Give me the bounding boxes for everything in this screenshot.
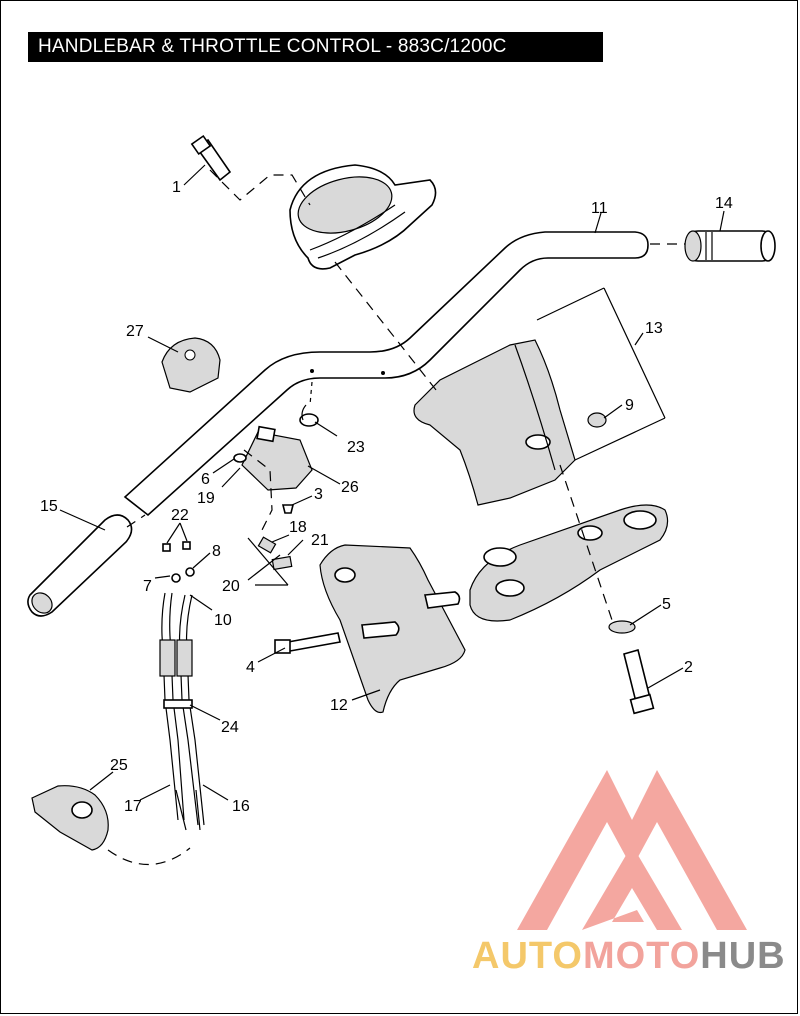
callout-16: 16	[232, 798, 250, 815]
upper-clamp	[289, 164, 437, 270]
callout-25: 25	[110, 757, 128, 774]
callout-2: 2	[684, 659, 693, 676]
watermark-hub: HUB	[700, 935, 786, 977]
switch-housing	[241, 425, 313, 491]
callout-14: 14	[715, 195, 733, 212]
washer-9	[587, 412, 607, 428]
callout-4: 4	[246, 659, 255, 676]
ferrule-8	[185, 567, 195, 577]
callout-17: 17	[124, 798, 142, 815]
screw-3	[281, 504, 295, 514]
throttle-housing	[31, 785, 109, 851]
part-21	[271, 555, 293, 571]
part-22a	[162, 543, 171, 552]
callout-9: 9	[625, 397, 634, 414]
watermark-auto: AUTO	[472, 935, 583, 977]
callout-3: 3	[314, 486, 323, 503]
callout-7: 7	[143, 578, 152, 595]
bolt-2	[623, 649, 655, 715]
diagram-title: HANDLEBAR & THROTTLE CONTROL - 883C/1200…	[28, 32, 603, 62]
switch-block	[161, 337, 221, 393]
watermark-text: AUTOMOTOHUB	[472, 935, 792, 978]
callout-8: 8	[212, 543, 221, 560]
callout-27: 27	[126, 323, 144, 340]
part-18	[257, 536, 277, 554]
callout-5: 5	[662, 596, 671, 613]
callout-12: 12	[330, 697, 348, 714]
riser-clamp	[469, 504, 669, 622]
throttle-cables	[159, 592, 205, 831]
callout-13: 13	[645, 320, 663, 337]
callout-18: 18	[289, 519, 307, 536]
callout-10: 10	[214, 612, 232, 629]
bolt-4	[274, 632, 341, 654]
callout-labels: 1 2 3 4 5 6 7 8 9 10 11 12 13 14 15 16 1…	[40, 179, 733, 815]
washer-5	[608, 620, 636, 634]
handlebar	[123, 231, 649, 517]
ferrule-7	[171, 573, 181, 583]
callout-26: 26	[341, 479, 359, 496]
assembly-lines	[107, 169, 685, 866]
screw-6	[233, 453, 247, 463]
handlebar-cover	[413, 339, 576, 506]
leader-lines	[59, 164, 725, 801]
callout-6: 6	[201, 471, 210, 488]
bolt-1	[190, 134, 232, 182]
right-grip	[684, 230, 776, 262]
callout-19: 19	[197, 490, 215, 507]
part-22b	[182, 541, 191, 550]
callout-1: 1	[172, 179, 181, 196]
callout-23: 23	[347, 439, 365, 456]
callout-11: 11	[591, 200, 608, 217]
callout-22: 22	[171, 507, 189, 524]
callout-15: 15	[40, 498, 58, 515]
callout-24: 24	[221, 719, 239, 736]
watermark-logo-icon	[517, 770, 747, 930]
clip	[299, 404, 319, 427]
callout-20: 20	[222, 578, 240, 595]
left-grip	[27, 514, 133, 617]
watermark-moto: MOTO	[582, 935, 701, 977]
bracket	[319, 544, 466, 714]
callout-21: 21	[311, 532, 329, 549]
